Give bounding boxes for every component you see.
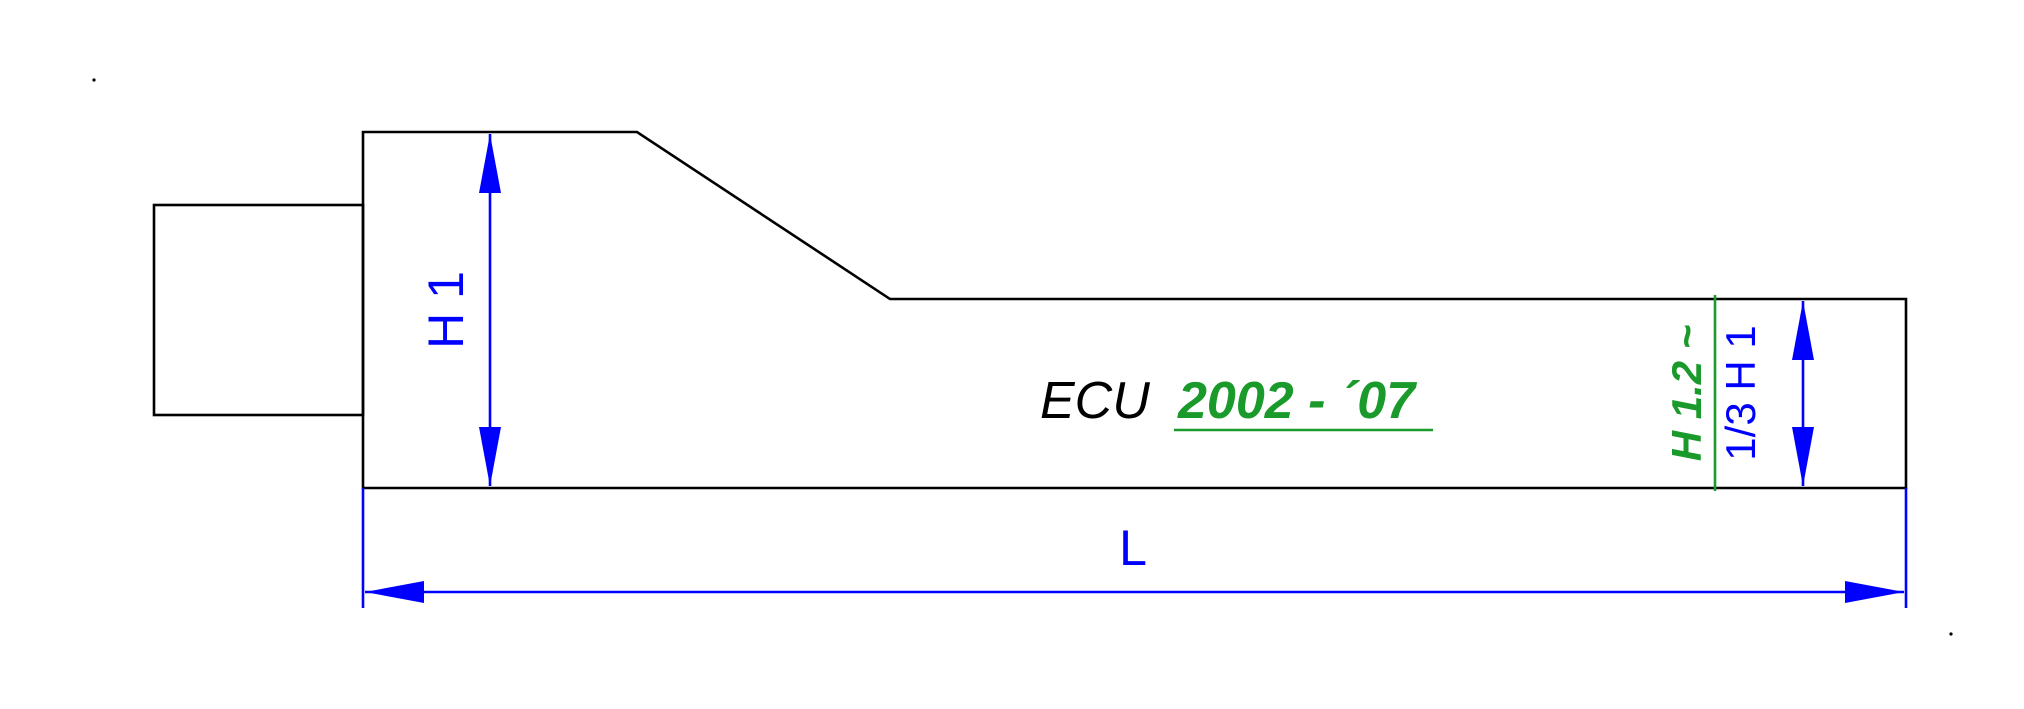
dimension-length-arrow-left bbox=[365, 581, 424, 603]
dimension-h1-2 bbox=[1792, 301, 1814, 486]
part-label: ECU 2002 - ´07 bbox=[1040, 372, 1433, 432]
part-label-years: 2002 - ´07 bbox=[1177, 372, 1417, 430]
stray-dot-top-left bbox=[92, 78, 96, 82]
dimension-length: L bbox=[361, 488, 1908, 608]
dimension-length-arrow-right bbox=[1845, 581, 1904, 603]
dimension-h1: H 1 bbox=[418, 134, 501, 486]
part-label-prefix: ECU bbox=[1040, 372, 1150, 430]
dimension-h1-label: H 1 bbox=[418, 271, 474, 349]
dimension-h1-2-arrow-bottom bbox=[1792, 427, 1814, 486]
dimension-h1-arrow-top bbox=[479, 134, 501, 193]
dimension-h1-arrow-bottom bbox=[479, 427, 501, 486]
dimension-length-label: L bbox=[1119, 520, 1147, 576]
right-height-label-bottom: 1/3 H 1 bbox=[1717, 325, 1764, 460]
right-height-label: H 1.2 ~ 1/3 H 1 bbox=[1663, 295, 1764, 491]
stray-dot-bottom-right bbox=[1949, 632, 1953, 636]
right-height-label-top: H 1.2 ~ bbox=[1663, 325, 1710, 462]
connector-block bbox=[152, 203, 365, 417]
dimension-h1-2-arrow-top bbox=[1792, 301, 1814, 360]
